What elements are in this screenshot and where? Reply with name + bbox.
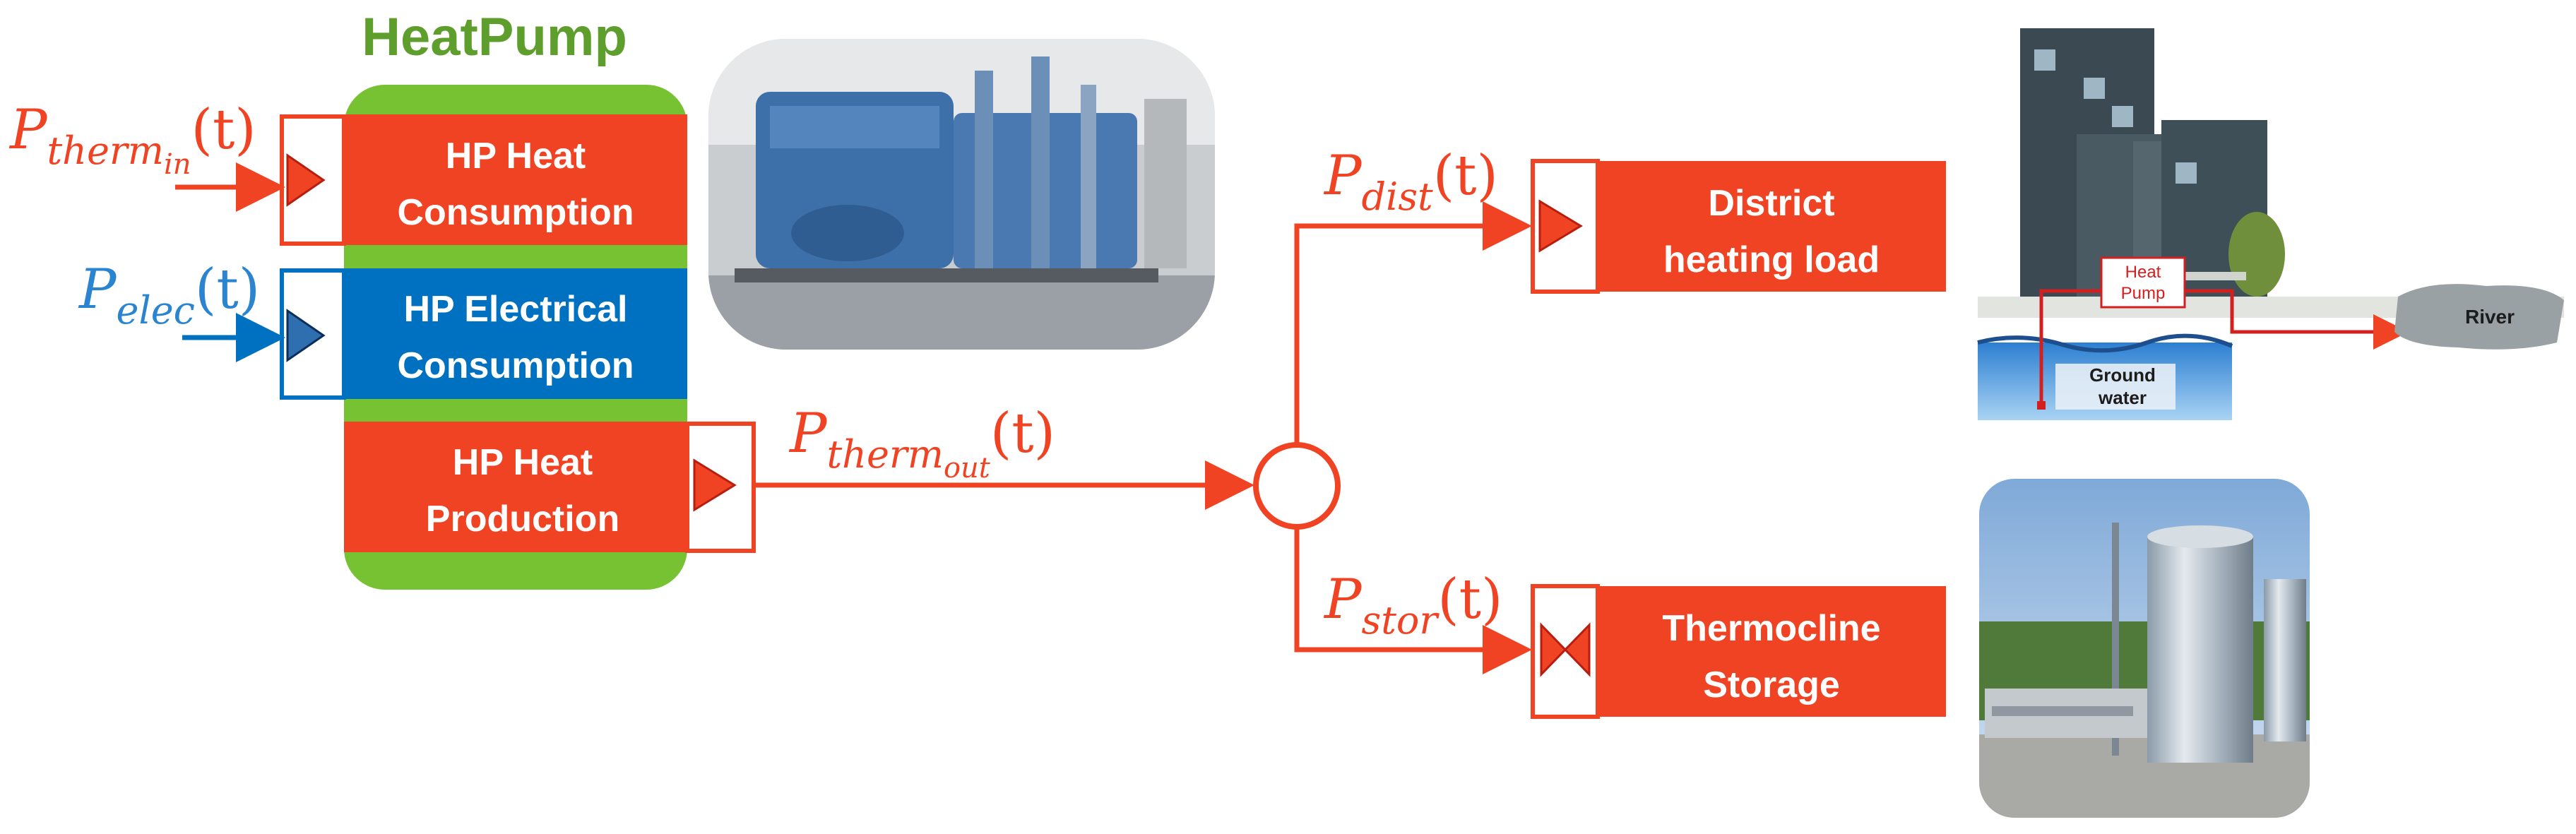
hp-electrical-consumption-block (344, 268, 687, 399)
heat-pump-illustration-label-2: Pump (2121, 284, 2166, 303)
ground-water-label-2: water (2098, 387, 2147, 408)
input-port-triangle-icon (286, 309, 326, 362)
heat-pump-photo (708, 39, 1215, 350)
input-port-triangle-icon (1538, 199, 1583, 253)
hp-heat-production-block (344, 422, 687, 552)
ground-water-label-1: Ground (2089, 364, 2156, 386)
hp-electrical-consumption-label-2: Consumption (397, 345, 634, 386)
input-port-triangle-icon (286, 153, 326, 207)
p-therm-in-label: Pthermin(t) (8, 98, 256, 181)
district-heating-label-1: District (1708, 183, 1834, 224)
thermocline-storage-block (1598, 586, 1946, 717)
hp-heat-production-label-2: Production (426, 499, 619, 540)
heat-pump-illustration-box (2100, 256, 2186, 309)
p-stor-label: Pstor(t) (1323, 568, 1502, 643)
thermocline-tank-photo (1979, 479, 2310, 818)
output-port-triangle-icon (693, 458, 737, 512)
hp-heat-consumption-block (344, 114, 687, 245)
hp-heat-production-label-1: HP Heat (453, 442, 593, 483)
district-heating-load-block (1598, 161, 1946, 292)
heat-pump-title: HeatPump (362, 7, 627, 67)
p-dist-label: Pdist(t) (1323, 144, 1498, 219)
district-building-illustration: Ground water Heat Pump River (1977, 28, 2564, 420)
district-heating-label-2: heating load (1663, 239, 1880, 280)
hp-electrical-consumption-label-1: HP Electrical (403, 289, 627, 330)
hp-heat-consumption-label-1: HP Heat (446, 136, 586, 177)
p-elec-label: Pelec(t) (78, 258, 260, 333)
thermocline-storage-label-2: Storage (1703, 665, 1840, 705)
heat-pump-illustration-label-1: Heat (2125, 263, 2161, 282)
stor-branch-arrow (1294, 527, 1532, 674)
bidirectional-port-icon (1540, 622, 1591, 677)
dist-branch-arrow (1294, 201, 1532, 445)
river-label: River (2465, 306, 2515, 328)
junction-node (1253, 442, 1341, 530)
p-therm-out-label: Pthermout(t) (788, 402, 1055, 484)
hp-heat-consumption-label-2: Consumption (397, 192, 634, 233)
thermocline-storage-label-1: Thermocline (1662, 608, 1880, 649)
